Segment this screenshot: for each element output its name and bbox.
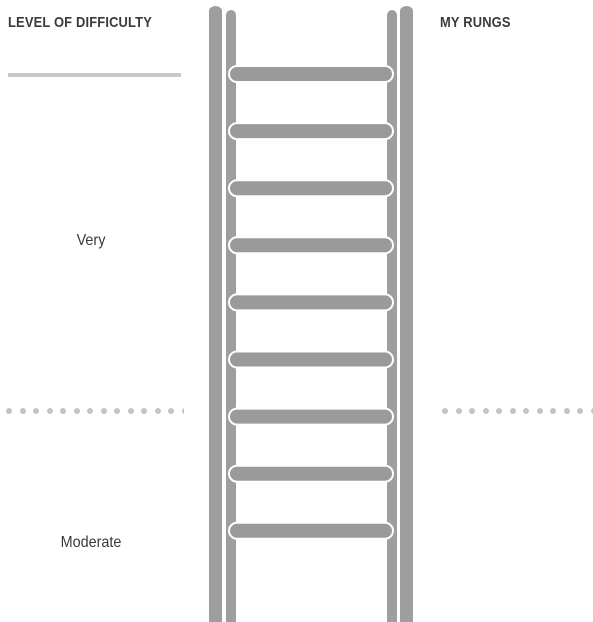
- divider-dot: [87, 408, 93, 414]
- divider-dot: [536, 408, 543, 414]
- dotted-divider-left: [6, 408, 184, 416]
- divider-dot: [168, 408, 174, 414]
- level-label-moderate: Moderate: [60, 534, 122, 551]
- ladder-rails: [209, 6, 413, 622]
- divider-dot: [509, 408, 516, 414]
- divider-dot: [469, 408, 475, 414]
- ladder-rung: [228, 65, 394, 83]
- ladder-diagram: [209, 6, 413, 622]
- level-label-very: Very: [76, 232, 106, 249]
- divider-dot: [577, 408, 583, 414]
- level-of-difficulty-header: LEVEL OF DIFFICULTY: [8, 14, 152, 31]
- ladder-rung: [228, 122, 394, 141]
- ladder-rung: [228, 179, 394, 198]
- divider-dot: [563, 408, 570, 414]
- divider-dot: [523, 408, 529, 414]
- ladder-rail-right-outer: [400, 6, 413, 622]
- divider-dot: [442, 408, 448, 414]
- ladder-rung: [228, 521, 394, 540]
- ladder-rung: [228, 236, 394, 255]
- my-rungs-header: MY RUNGS: [440, 14, 511, 31]
- divider-dot: [6, 408, 12, 414]
- divider-dot: [127, 408, 134, 414]
- divider-dot: [73, 408, 80, 414]
- divider-dot: [550, 408, 556, 414]
- divider-dot: [19, 408, 26, 414]
- divider-dot: [33, 408, 39, 414]
- divider-dot: [482, 408, 489, 414]
- divider-dot: [141, 408, 147, 414]
- divider-dot: [60, 408, 66, 414]
- ladder-rung: [228, 293, 394, 312]
- ladder-rail-left-outer: [209, 6, 222, 622]
- divider-dot: [455, 408, 462, 414]
- divider-dot: [181, 408, 184, 414]
- top-divider-rule: [8, 73, 181, 77]
- ladder-rung: [228, 407, 394, 426]
- divider-dot: [590, 408, 593, 414]
- ladder-rungs: [228, 65, 394, 540]
- dotted-divider-right: [442, 408, 593, 416]
- divider-dot: [46, 408, 53, 414]
- ladder-rung: [228, 350, 394, 369]
- divider-dot: [100, 408, 107, 414]
- divider-dot: [154, 408, 161, 414]
- ladder-rung: [228, 464, 394, 483]
- divider-dot: [496, 408, 502, 414]
- divider-dot: [114, 408, 120, 414]
